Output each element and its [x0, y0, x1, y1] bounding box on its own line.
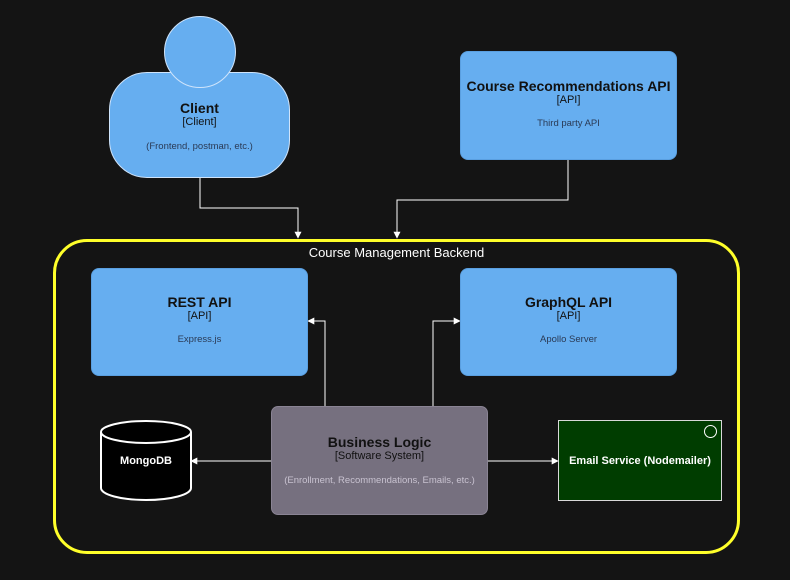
rest-api-node[interactable]: REST API [API] Express.js	[91, 268, 308, 376]
email-service-node[interactable]: Email Service (Nodemailer)	[558, 420, 722, 501]
client-title: Client	[180, 100, 219, 116]
graphql-api-type: [API]	[556, 310, 581, 322]
external-system-circle-icon	[704, 425, 717, 438]
recommendations-api-title: Course Recommendations API	[466, 78, 671, 94]
graphql-api-node[interactable]: GraphQL API [API] Apollo Server	[460, 268, 677, 376]
business-logic-title: Business Logic	[327, 434, 432, 450]
client-description: (Frontend, postman, etc.)	[146, 141, 253, 152]
graphql-api-description: Apollo Server	[539, 334, 598, 345]
graphql-api-title: GraphQL API	[524, 294, 613, 310]
rest-api-description: Express.js	[177, 334, 222, 345]
client-person-body[interactable]	[109, 72, 290, 178]
backend-boundary	[53, 239, 740, 554]
client-text: Client [Client] (Frontend, postman, etc.…	[109, 100, 290, 152]
mongodb-cylinder-icon[interactable]	[98, 419, 194, 503]
email-service-label: Email Service (Nodemailer)	[569, 455, 711, 467]
business-logic-type: [Software System]	[334, 450, 425, 462]
recommendations-api-description: Third party API	[537, 118, 600, 129]
recommendations-api-node[interactable]: Course Recommendations API [API] Third p…	[460, 51, 677, 160]
business-logic-node[interactable]: Business Logic [Software System] (Enroll…	[271, 406, 488, 515]
business-to-graphql-arrow	[432, 317, 461, 406]
business-logic-description: (Enrollment, Recommendations, Emails, et…	[284, 475, 475, 486]
business-to-rest-arrow	[307, 317, 326, 406]
client-person-head	[164, 16, 236, 88]
recommendations-api-type: [API]	[556, 94, 581, 106]
recommendations-to-backend-arrow	[393, 160, 569, 239]
client-type: [Client]	[182, 116, 217, 128]
backend-boundary-label: Course Management Backend	[308, 245, 485, 260]
client-to-backend-arrow	[199, 178, 302, 239]
mongodb-label: MongoDB	[120, 455, 172, 467]
rest-api-title: REST API	[167, 294, 232, 310]
rest-api-type: [API]	[187, 310, 212, 322]
